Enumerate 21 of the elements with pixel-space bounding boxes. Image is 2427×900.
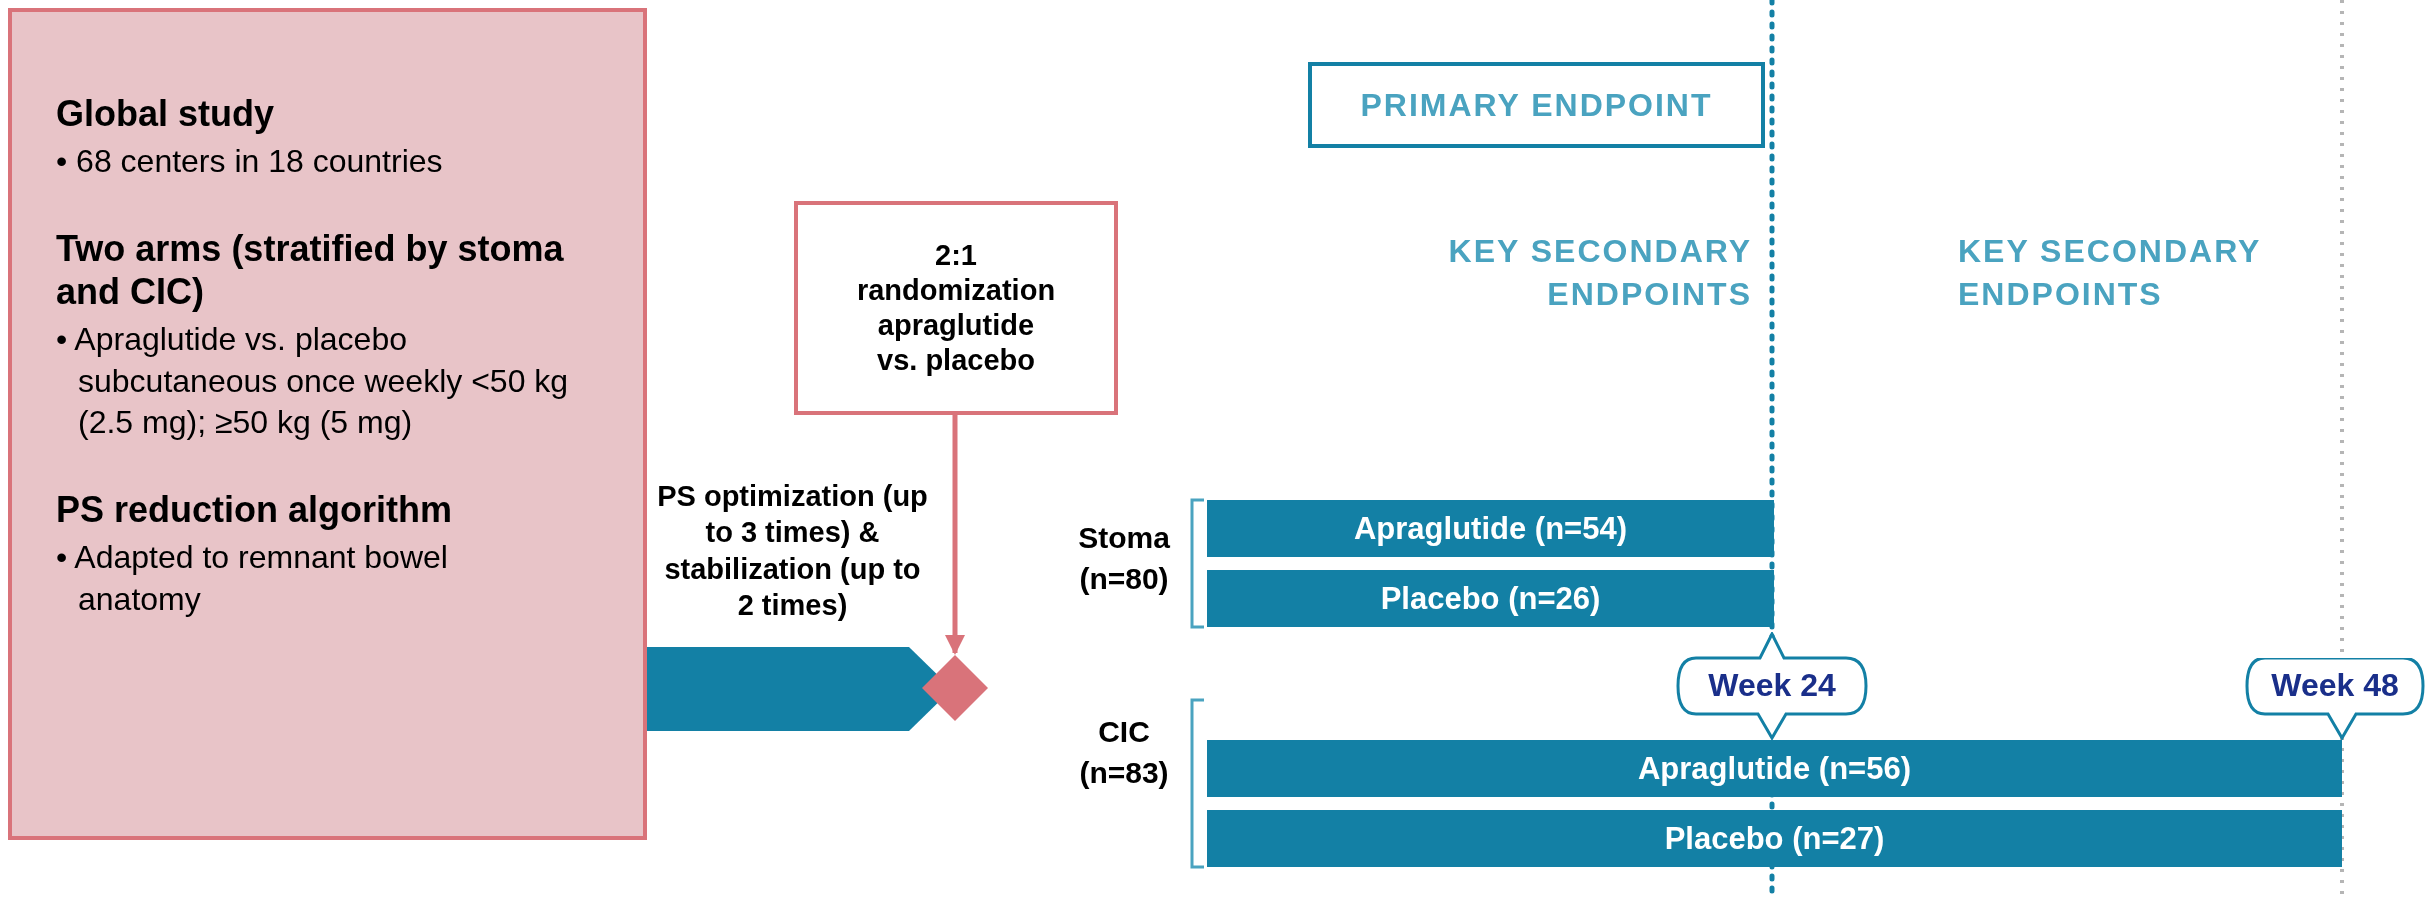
bullet-text: • 68 centers in 18 countries <box>56 142 444 182</box>
treatment-bar: Apraglutide (n=56) <box>1207 740 2342 797</box>
treatment-bar: Placebo (n=27) <box>1207 810 2342 867</box>
endpoint-heading: KEY SECONDARY ENDPOINTS <box>1447 232 1752 315</box>
treatment-bar: Apraglutide (n=54) <box>1207 500 1774 557</box>
endpoint-box: PRIMARY ENDPOINT <box>1308 62 1765 148</box>
section-heading: Two arms (stratified by stoma and CIC) <box>56 226 565 314</box>
arrow <box>945 415 965 655</box>
section-heading: Global study <box>56 92 276 136</box>
timepoint-label: Week 24 <box>1707 667 1837 704</box>
timepoint-label: Week 48 <box>2270 667 2400 704</box>
bullet-text: • Adapted to remnant bowel anatomy <box>56 538 449 619</box>
bullet-text: • Apraglutide vs. placebo subcutaneous once weekly <50 kg (2.5 mg); ≥50 kg (5 mg) <box>56 320 570 443</box>
treatment-bar: Placebo (n=26) <box>1207 570 1774 627</box>
info-panel <box>8 8 647 840</box>
group-label: Stoma (n=80) <box>1077 520 1171 597</box>
phase-caption: PS optimization (up to 3 times) & stabilization (up to 2 times) <box>656 479 929 623</box>
randomization-box: 2:1 randomization apraglutide vs. placebo <box>794 201 1118 415</box>
group-label: CIC (n=83) <box>1078 714 1170 791</box>
endpoint-heading: KEY SECONDARY ENDPOINTS <box>1958 232 2262 315</box>
section-heading: PS reduction algorithm <box>56 487 454 532</box>
